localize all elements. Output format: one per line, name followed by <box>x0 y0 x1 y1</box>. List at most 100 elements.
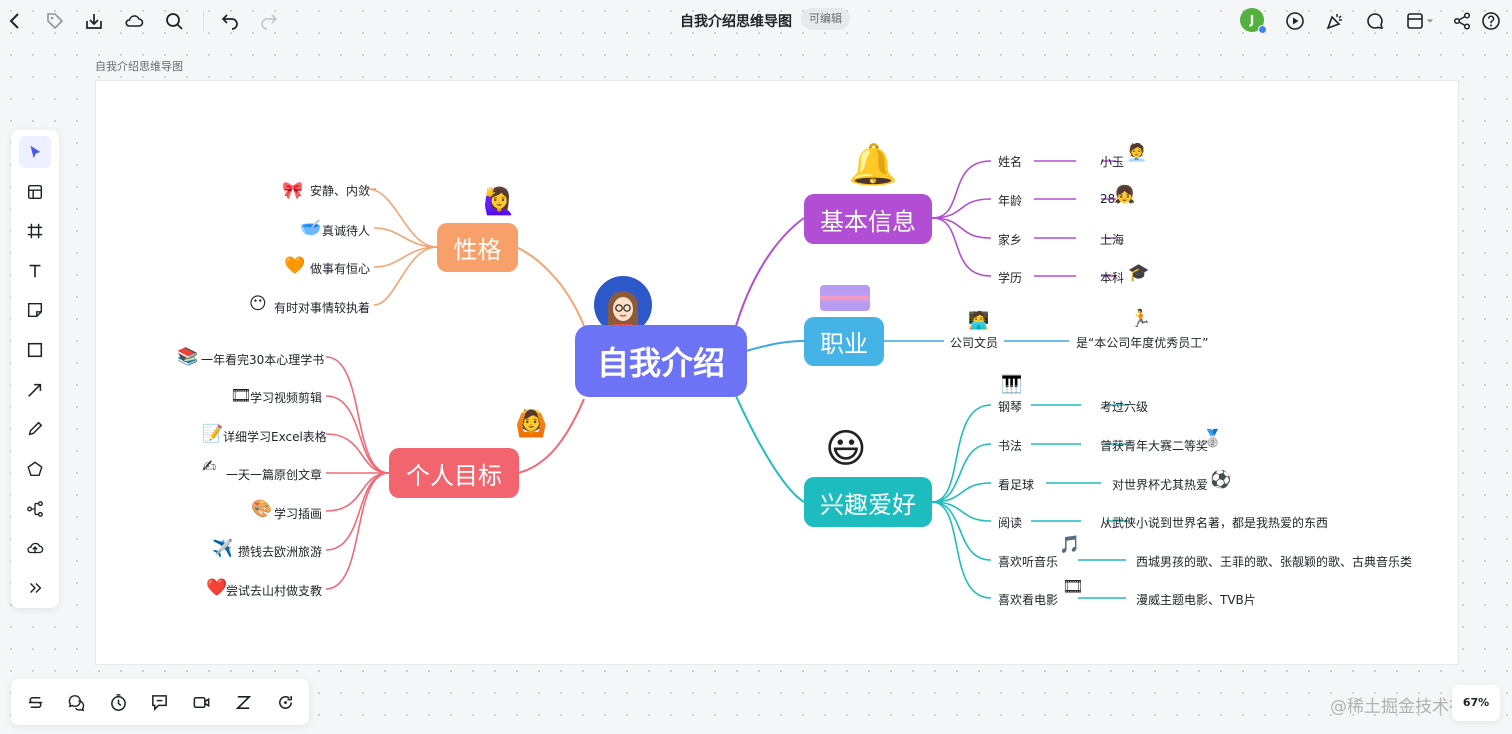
template-icon[interactable] <box>19 176 51 208</box>
rectangle-icon[interactable] <box>19 334 51 366</box>
personality-item-1[interactable]: 安静、内敛 <box>310 184 371 198</box>
medal-icon: 🥈 <box>1202 429 1224 449</box>
video-icon[interactable] <box>185 686 217 718</box>
basic-value-3[interactable]: 上海 <box>1100 233 1125 247</box>
film-frames-icon: 🎞 <box>1062 577 1084 597</box>
office-worker-icon: 🧑‍💻 <box>968 311 990 331</box>
basic-value-4[interactable]: 本科 <box>1100 271 1125 285</box>
refresh-icon[interactable] <box>269 686 301 718</box>
timer-icon[interactable] <box>102 686 134 718</box>
bell-icon: 🔔 <box>848 142 898 188</box>
cloud-icon[interactable] <box>121 8 147 34</box>
arrow-icon[interactable] <box>19 374 51 406</box>
select-icon[interactable] <box>19 136 51 168</box>
top-toolbar: 自我介绍思维导图 可编辑 J <box>0 0 1512 42</box>
bow-icon: 🎀 <box>282 181 304 201</box>
girl-reading-emoji: 🙋‍♀️ <box>483 187 516 217</box>
online-status-dot <box>1258 25 1267 34</box>
piano-icon: 🎹 <box>1001 375 1023 395</box>
basic-key-4[interactable]: 学历 <box>998 271 1023 285</box>
face-icon: 😶 <box>249 294 267 314</box>
topic-career[interactable]: 职业 <box>804 317 884 366</box>
goal-item-1[interactable]: 一年看完30本心理学书 <box>201 353 325 367</box>
z-icon[interactable] <box>227 686 259 718</box>
person-icon: 🧑‍💼 <box>1126 143 1148 163</box>
search-icon[interactable] <box>161 8 187 34</box>
goal-item-6[interactable]: 攒钱去欧洲旅游 <box>238 545 323 559</box>
hobby-key-4[interactable]: 阅读 <box>998 516 1023 530</box>
mindmap-icon[interactable] <box>19 493 51 525</box>
hobby-value-6[interactable]: 漫威主题电影、TVB片 <box>1136 593 1256 607</box>
career-key-1[interactable]: 公司文员 <box>950 336 999 350</box>
hobby-key-3[interactable]: 看足球 <box>998 478 1035 492</box>
hobby-key-5[interactable]: 喜欢听音乐 <box>998 555 1059 569</box>
tag-icon[interactable] <box>42 8 68 34</box>
back-icon[interactable] <box>2 8 28 34</box>
more-icon[interactable] <box>19 572 51 604</box>
document-title[interactable]: 自我介绍思维导图 <box>680 14 792 30</box>
celebrate-icon[interactable] <box>1322 8 1348 34</box>
pen-icon[interactable] <box>19 413 51 445</box>
download-icon[interactable] <box>81 8 107 34</box>
paint-icon: 🎨 <box>251 499 273 519</box>
hobby-key-2[interactable]: 书法 <box>998 439 1023 453</box>
mindmap-connectors <box>325 160 1129 599</box>
sticky-note-icon[interactable] <box>19 294 51 326</box>
hobby-key-6[interactable]: 喜欢看电影 <box>998 593 1059 607</box>
share-icon[interactable] <box>1449 8 1475 34</box>
basic-value-2[interactable]: 28 <box>1100 192 1116 206</box>
goal-item-4[interactable]: 一天一篇原创文章 <box>226 468 323 482</box>
bottom-toolbar <box>11 679 309 725</box>
basic-value-1[interactable]: 小玉 <box>1100 155 1125 169</box>
upload-icon[interactable] <box>19 532 51 564</box>
redo-icon[interactable] <box>256 8 282 34</box>
whiteboard-canvas[interactable]: 自我介绍 🙋‍♀️ 性格 🎀 安静、内敛 🥣 真诚待人 🧡 做事有恒心 😶 有时… <box>95 80 1459 665</box>
frame-icon[interactable] <box>19 215 51 247</box>
basic-key-1[interactable]: 姓名 <box>998 155 1023 169</box>
hobby-value-4[interactable]: 从武侠小说到世界名著，都是我热爱的东西 <box>1100 516 1329 530</box>
undo-icon[interactable] <box>217 8 243 34</box>
breadcrumb: 自我介绍思维导图 <box>95 60 183 73</box>
topic-hobbies[interactable]: 兴趣爱好 <box>804 477 932 527</box>
personality-item-4[interactable]: 有时对事情较执着 <box>274 301 371 315</box>
personality-item-3[interactable]: 做事有恒心 <box>310 262 371 276</box>
topic-personality[interactable]: 性格 <box>437 223 518 272</box>
chevron-down-icon[interactable] <box>1424 8 1436 34</box>
play-icon[interactable] <box>1282 8 1308 34</box>
airplane-icon: ✈️ <box>212 539 234 559</box>
text-icon[interactable] <box>19 255 51 287</box>
s-icon[interactable] <box>19 686 51 718</box>
document-icon: 📝 <box>202 424 224 444</box>
hobby-value-2[interactable]: 曾获青年大赛二等奖 <box>1100 439 1209 453</box>
topic-goals[interactable]: 个人目标 <box>389 448 519 498</box>
goal-item-5[interactable]: 学习插画 <box>274 507 323 521</box>
writing-hand-icon: ✍ <box>202 457 217 477</box>
comment-icon[interactable] <box>1362 8 1388 34</box>
watermark-text: @稀土掘金技术社区 <box>1330 697 1483 717</box>
hobby-key-1[interactable]: 钢琴 <box>998 400 1023 414</box>
center-node[interactable]: 自我介绍 <box>575 325 747 397</box>
edit-status-badge: 可编辑 <box>801 8 850 30</box>
goal-item-3[interactable]: 详细学习Excel表格 <box>223 430 327 444</box>
chat-icon[interactable] <box>60 686 92 718</box>
basic-key-3[interactable]: 家乡 <box>998 233 1023 247</box>
girl-icon: 👧 <box>1114 185 1136 205</box>
film-icon: 🎞 <box>230 386 252 406</box>
topic-basic-info[interactable]: 基本信息 <box>804 194 932 244</box>
hobby-value-3[interactable]: 对世界杯尤其热爱 <box>1112 478 1209 492</box>
goal-item-7[interactable]: 尝试去山村做支教 <box>226 584 323 598</box>
help-icon[interactable] <box>1478 8 1504 34</box>
hobby-value-5[interactable]: 西城男孩的歌、王菲的歌、张靓颖的歌、古典音乐类 <box>1136 555 1413 569</box>
user-avatar[interactable]: J <box>1240 8 1264 32</box>
comment-box-icon[interactable] <box>143 686 175 718</box>
shape-icon[interactable] <box>19 453 51 485</box>
basic-key-2[interactable]: 年龄 <box>998 194 1023 208</box>
hobby-value-1[interactable]: 考过六级 <box>1100 400 1149 414</box>
personality-item-2[interactable]: 真诚待人 <box>322 224 371 238</box>
music-note-icon: 🎵 <box>1059 535 1081 555</box>
zoom-level[interactable]: 67% <box>1452 685 1500 721</box>
career-value-1[interactable]: 是“本公司年度优秀员工” <box>1076 336 1209 350</box>
layout-icon[interactable] <box>1402 8 1428 34</box>
runner-icon: 🏃 <box>1130 309 1152 329</box>
goal-item-2[interactable]: 学习视频剪辑 <box>250 391 323 405</box>
